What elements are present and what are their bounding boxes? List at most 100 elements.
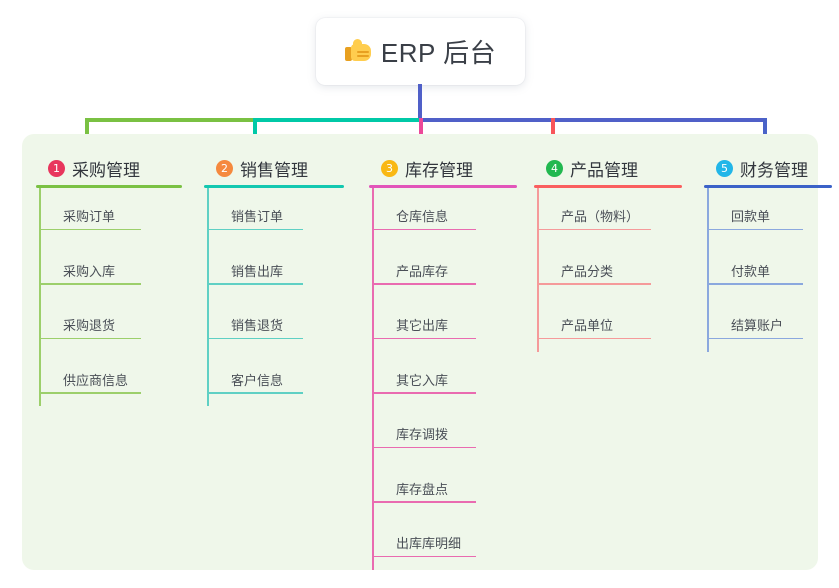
branch-underline: [369, 185, 517, 188]
leaf-underline: [537, 228, 651, 231]
leaf-underline: [707, 228, 803, 231]
leaf-label: 库存调拨: [396, 427, 449, 442]
branch-title: 库存管理: [405, 160, 473, 180]
branch-index-badge: 4: [546, 159, 563, 177]
leaf-item[interactable]: 产品库存: [372, 243, 476, 298]
branch-title: 财务管理: [740, 160, 808, 180]
bus-segment-1: [85, 118, 253, 122]
leaf-item[interactable]: 其它出库: [372, 297, 476, 352]
branch-column-1: 1 采购管理采购订单采购入库采购退货供应商信息: [36, 148, 192, 406]
branch-header-4[interactable]: 4 产品管理: [534, 148, 682, 188]
leaf-underline: [372, 501, 476, 503]
leaf-item[interactable]: 客户信息: [207, 352, 303, 407]
leaf-label: 库存盘点: [396, 481, 449, 497]
branch-spine: [39, 188, 41, 406]
leaf-label: 出库库明细: [396, 536, 462, 551]
leaf-label: 产品库存: [396, 263, 449, 279]
bus-segment-2: [253, 118, 419, 122]
branch-header-1[interactable]: 1 采购管理: [36, 148, 182, 188]
branch-leaf-list: 销售订单销售出库销售退货客户信息: [204, 188, 354, 406]
root-node[interactable]: ERP 后台: [316, 18, 525, 85]
leaf-underline: [39, 337, 141, 340]
leaf-item[interactable]: 产品分类: [537, 243, 651, 298]
leaf-label: 销售退货: [231, 318, 284, 333]
branch-underline: [534, 185, 682, 188]
branch-index-badge: 3: [381, 159, 398, 177]
branch-header-3[interactable]: 3 库存管理: [369, 148, 517, 188]
leaf-underline: [537, 283, 651, 285]
branch-leaf-list: 仓库信息产品库存其它出库其它入库库存调拨库存盘点出库库明细: [369, 188, 527, 570]
leaf-label: 采购退货: [63, 318, 116, 333]
branch-leaf-list: 采购订单采购入库采购退货供应商信息: [36, 188, 192, 406]
leaf-underline: [372, 555, 476, 558]
leaf-underline: [372, 228, 476, 231]
branch-spine: [207, 188, 209, 406]
leaf-underline: [372, 446, 476, 449]
branch-leaf-list: 回款单付款单结算账户: [704, 188, 839, 352]
branch-leaf-list: 产品（物料）产品分类产品单位: [534, 188, 692, 352]
leaf-label: 供应商信息: [63, 372, 129, 388]
leaf-item[interactable]: 付款单: [707, 243, 803, 298]
leaf-label: 销售出库: [231, 263, 284, 279]
branch-column-3: 3 库存管理仓库信息产品库存其它出库其它入库库存调拨库存盘点出库库明细: [369, 148, 527, 570]
leaf-item[interactable]: 供应商信息: [39, 352, 141, 407]
bus-segment-3: [419, 118, 765, 122]
leaf-item[interactable]: 销售退货: [207, 297, 303, 352]
leaf-underline: [707, 337, 803, 340]
leaf-underline: [39, 392, 141, 394]
leaf-label: 采购入库: [63, 263, 116, 279]
leaf-item[interactable]: 产品单位: [537, 297, 651, 352]
leaf-label: 付款单: [731, 263, 771, 279]
leaf-item[interactable]: 库存调拨: [372, 406, 476, 461]
leaf-item[interactable]: 采购入库: [39, 243, 141, 298]
branch-drop-1: [85, 118, 89, 146]
leaf-item[interactable]: 结算账户: [707, 297, 803, 352]
leaf-label: 结算账户: [731, 318, 784, 333]
branch-index-badge: 2: [216, 159, 233, 177]
leaf-item[interactable]: 采购订单: [39, 188, 141, 243]
leaf-item[interactable]: 其它入库: [372, 352, 476, 407]
branch-index-badge: 1: [48, 159, 65, 177]
branch-index-badge: 5: [716, 159, 733, 177]
leaf-item[interactable]: 产品（物料）: [537, 188, 651, 243]
leaf-label: 采购订单: [63, 209, 116, 224]
branch-title: 采购管理: [72, 160, 140, 180]
branch-underline: [704, 185, 832, 188]
branch-underline: [204, 185, 344, 188]
leaf-underline: [207, 392, 303, 394]
leaf-underline: [537, 337, 651, 340]
leaf-item[interactable]: 采购退货: [39, 297, 141, 352]
thumbs-up-icon: [344, 39, 371, 64]
leaf-underline: [207, 228, 303, 231]
root-stem: [418, 84, 422, 118]
leaf-item[interactable]: 仓库信息: [372, 188, 476, 243]
branch-spine: [707, 188, 709, 352]
branch-drop-2: [253, 118, 257, 146]
branch-header-5[interactable]: 5 财务管理: [704, 148, 832, 188]
leaf-underline: [707, 283, 803, 285]
branch-title: 产品管理: [570, 160, 638, 180]
root-node-label: ERP 后台: [380, 38, 497, 68]
leaf-underline: [372, 283, 476, 285]
leaf-underline: [39, 228, 141, 231]
leaf-label: 回款单: [731, 209, 771, 224]
leaf-underline: [39, 283, 141, 285]
leaf-label: 其它出库: [396, 318, 449, 333]
leaf-item[interactable]: 出库库明细: [372, 515, 476, 570]
branch-drop-5: [763, 118, 767, 146]
leaf-item[interactable]: 库存盘点: [372, 461, 476, 516]
branch-underline: [36, 185, 182, 188]
leaf-item[interactable]: 销售出库: [207, 243, 303, 298]
leaf-underline: [207, 283, 303, 285]
leaf-underline: [207, 337, 303, 340]
branch-drop-3: [419, 118, 423, 146]
leaf-item[interactable]: 回款单: [707, 188, 803, 243]
leaf-label: 仓库信息: [396, 209, 449, 224]
leaf-label: 产品单位: [561, 318, 614, 333]
leaf-item[interactable]: 销售订单: [207, 188, 303, 243]
branch-column-4: 4 产品管理产品（物料）产品分类产品单位: [534, 148, 692, 352]
leaf-label: 客户信息: [231, 372, 284, 388]
